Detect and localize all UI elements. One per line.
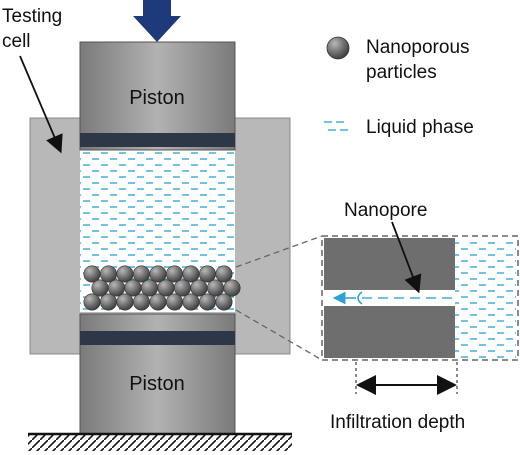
particle [100,293,118,311]
legend: Nanoporous particles Liquid phase [324,36,474,138]
piston-bottom-seal [80,331,235,345]
particle [149,265,167,283]
load-arrow-icon [133,0,181,42]
particle [182,293,200,311]
particle [116,265,134,283]
particle [141,279,159,297]
piston-top-seal [80,133,235,147]
particle [108,279,126,297]
particle [133,265,151,283]
particle [166,293,184,311]
ground [28,432,292,451]
particle-bed [83,265,241,311]
testing-cell-label-line1: Testing [2,6,62,27]
particle [199,293,217,311]
piston-top: Piston [79,41,236,151]
particle [174,279,192,297]
particle [157,279,175,297]
particle [91,279,109,297]
particle [116,293,134,311]
nanopore-pointer [391,221,422,294]
particle [124,279,142,297]
testing-cell-pointer [19,55,63,154]
pore-wall-bottom [324,306,455,358]
legend-liquid-icon [324,121,348,131]
piston-bottom: Piston [79,313,236,435]
particle [215,265,233,283]
particle [215,293,233,311]
legend-particles-label-line1: Nanoporous [366,37,470,58]
particle [149,293,167,311]
particle [83,265,101,283]
infiltration-depth-label: Infiltration depth [330,412,465,433]
piston-top-label: Piston [129,87,185,109]
particle [199,265,217,283]
legend-particles-label-line2: particles [366,62,437,83]
nanopore-inset [321,235,519,361]
pore-wall-top [324,238,455,290]
particle [83,293,101,311]
particle [223,279,241,297]
particle [190,279,208,297]
particle [166,265,184,283]
legend-particle-icon [326,36,350,60]
nanopore-label: Nanopore [344,200,427,221]
testing-cell-label-line2: cell [2,31,31,52]
particle [133,293,151,311]
particle [100,265,118,283]
particle [207,279,225,297]
particle [182,265,200,283]
legend-liquid-label: Liquid phase [366,117,474,138]
infiltration-depth-dimension [355,362,458,395]
piston-bottom-label: Piston [129,373,185,395]
zoom-connector-bottom [235,309,323,361]
infiltration-front [357,291,363,305]
zoom-connector-top [235,235,323,268]
